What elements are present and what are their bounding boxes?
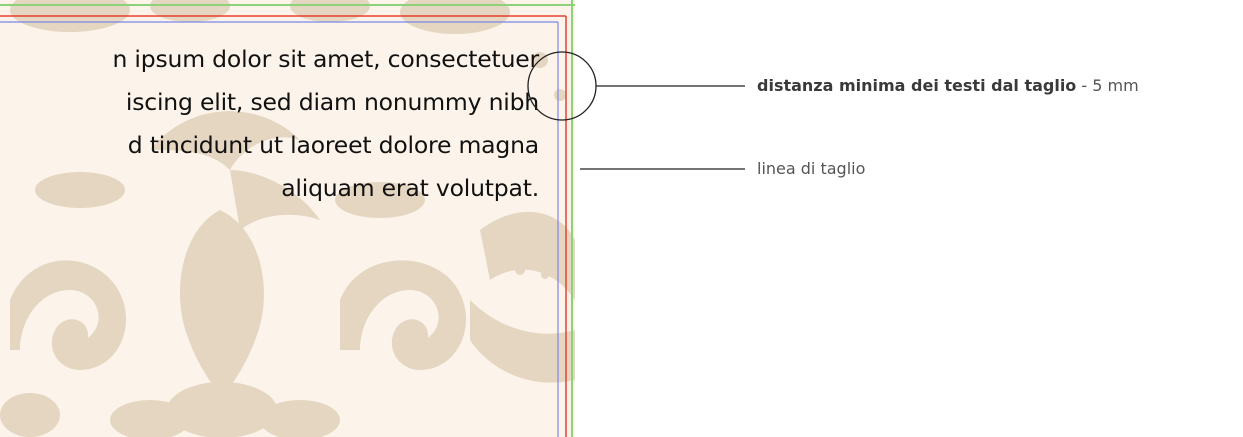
min-distance-value: - 5 mm — [1081, 76, 1139, 95]
callout-min-text-distance: distanza minima dei testi dal taglio - 5… — [757, 76, 1139, 95]
margin-callout-circle — [527, 51, 597, 121]
cut-line-label: linea di taglio — [757, 159, 866, 178]
sample-text-line: n ipsum dolor sit amet, consectetuer — [112, 45, 539, 73]
min-distance-label: distanza minima dei testi dal taglio — [757, 76, 1077, 95]
sample-text-line: d tincidunt ut laoreet dolore magna — [127, 131, 539, 159]
callout-cut-line: linea di taglio — [757, 159, 865, 178]
damask-background — [0, 0, 575, 437]
damask-pattern — [0, 0, 575, 437]
sample-text-line: aliquam erat volutpat. — [281, 174, 539, 202]
sample-text-line: iscing elit, sed diam nonummy nibh — [125, 88, 539, 116]
print-artwork: n ipsum dolor sit amet, consectetuer isc… — [0, 0, 575, 437]
